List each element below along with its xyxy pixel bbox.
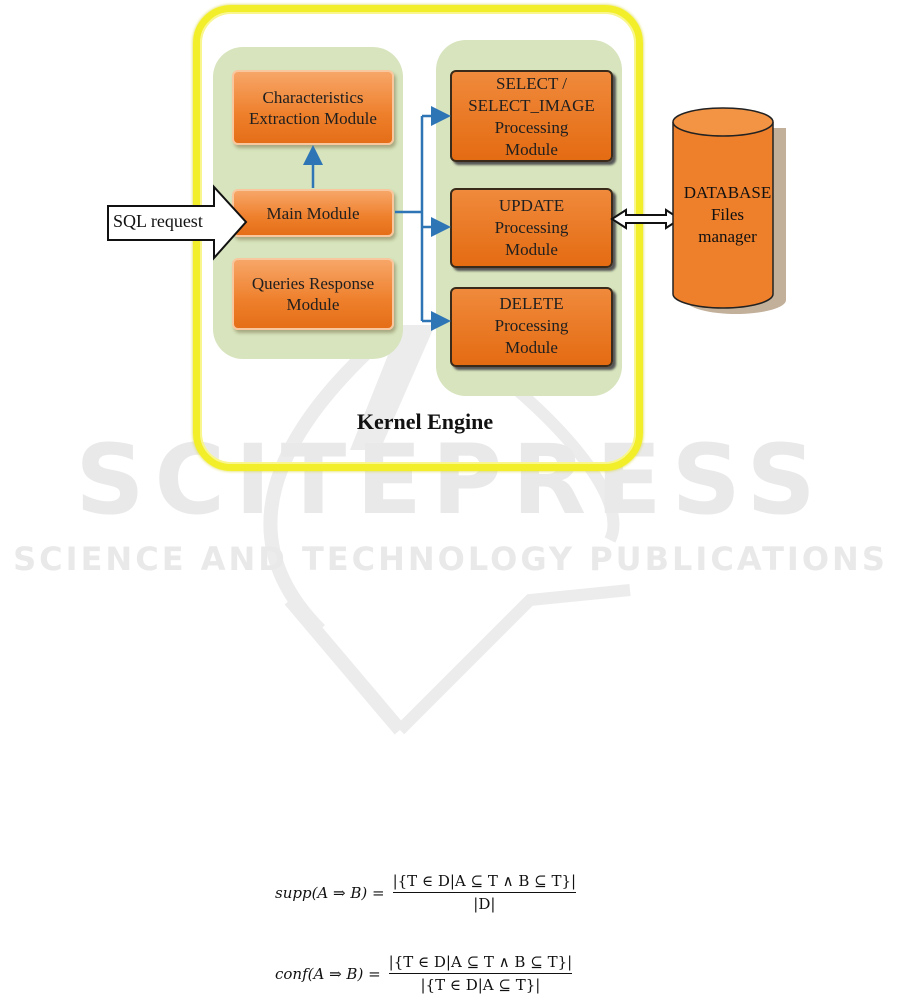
database-line-1: DATABASE	[683, 183, 772, 202]
delete-processing-module: DELETE Processing Module	[450, 287, 613, 367]
characteristics-extraction-module: Characteristics Extraction Module	[232, 70, 394, 145]
update-line-3: Module	[505, 240, 558, 259]
watermark-subtitle: SCIENCE AND TECHNOLOGY PUBLICATIONS	[13, 540, 888, 578]
support-fraction: |{T ∈ D|A ⊆ T ∧ B ⊆ T}| |D|	[392, 872, 577, 913]
delete-line-1: DELETE	[499, 294, 564, 313]
queries-response-module: Queries Response Module	[232, 258, 394, 330]
confidence-numerator: |{T ∈ D|A ⊆ T ∧ B ⊆ T}|	[388, 953, 573, 971]
confidence-fraction-bar	[388, 973, 573, 974]
support-numerator: |{T ∈ D|A ⊆ T ∧ B ⊆ T}|	[392, 872, 577, 890]
select-line-2: SELECT_IMAGE	[468, 96, 595, 115]
kernel-engine-label: Kernel Engine	[356, 409, 494, 434]
confidence-formula-lhs: conf(A ⇒ B) =	[275, 964, 381, 983]
support-denominator: |D|	[473, 895, 496, 913]
update-line-1: UPDATE	[498, 196, 565, 215]
update-line-2: Processing	[494, 218, 569, 237]
database-cylinder-icon	[672, 107, 786, 314]
queries-response-label: Queries Response Module	[251, 274, 375, 314]
select-line-3: Processing	[494, 118, 569, 137]
select-processing-module: SELECT / SELECT_IMAGE Processing Module	[450, 70, 613, 162]
main-module-label: Main Module	[266, 203, 360, 223]
sql-request-arrow	[107, 184, 248, 261]
sql-request-label: SQL request	[113, 211, 203, 231]
main-module: Main Module	[232, 189, 394, 237]
support-formula: supp(A ⇒ B) = |{T ∈ D|A ⊆ T ∧ B ⊆ T}| |D…	[275, 872, 577, 913]
support-formula-lhs: supp(A ⇒ B) =	[275, 883, 385, 902]
database-line-3: manager	[698, 227, 757, 246]
characteristics-extraction-label: Characteristics Extraction Module	[249, 87, 377, 128]
confidence-denominator: |{T ∈ D|A ⊆ T}|	[420, 976, 541, 994]
delete-line-2: Processing	[494, 316, 569, 335]
confidence-formula: conf(A ⇒ B) = |{T ∈ D|A ⊆ T ∧ B ⊆ T}| |{…	[275, 953, 573, 994]
select-line-4: Module	[505, 140, 558, 159]
select-line-1: SELECT /	[496, 74, 567, 93]
connector-arrows	[107, 106, 786, 331]
delete-line-3: Module	[505, 338, 558, 357]
database-label: DATABASE Files manager	[670, 182, 785, 248]
support-fraction-bar	[392, 892, 577, 893]
database-line-2: Files	[710, 205, 745, 224]
confidence-fraction: |{T ∈ D|A ⊆ T ∧ B ⊆ T}| |{T ∈ D|A ⊆ T}|	[388, 953, 573, 994]
update-processing-module: UPDATE Processing Module	[450, 188, 613, 268]
